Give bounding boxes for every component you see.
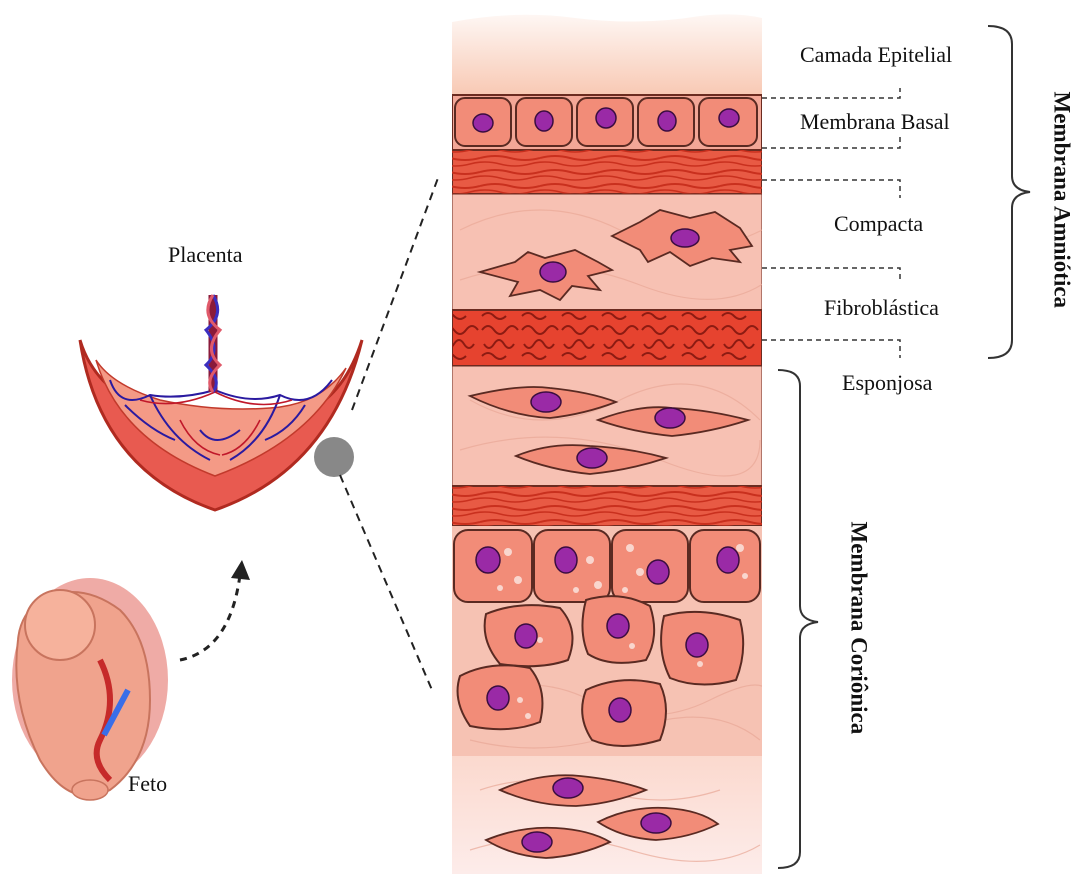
- fetus-label: Feto: [128, 773, 167, 795]
- epithelial-layer-label: Camada Epitelial: [800, 44, 952, 66]
- amniotic-bracket: [988, 26, 1030, 358]
- tissue-column: [452, 0, 780, 874]
- fetus-illustration: [12, 578, 168, 800]
- chorionic-bracket: [778, 370, 818, 868]
- amniotic-membrane-label: Membrana Amniótica: [1051, 92, 1074, 292]
- arrow-icon: [180, 560, 250, 660]
- placenta-illustration: [80, 295, 362, 510]
- compact-layer-label: Compacta: [834, 213, 923, 235]
- chorionic-membrane-label: Membrana Coriônica: [848, 522, 871, 732]
- zoom-highlight: [314, 437, 354, 477]
- basal-membrane-label: Membrana Basal: [800, 111, 950, 133]
- spongy-layer-label: Esponjosa: [842, 372, 932, 394]
- placenta-label: Placenta: [168, 244, 243, 266]
- zoom-lines: [340, 178, 438, 690]
- fibroblastic-layer-label: Fibroblástica: [824, 297, 939, 319]
